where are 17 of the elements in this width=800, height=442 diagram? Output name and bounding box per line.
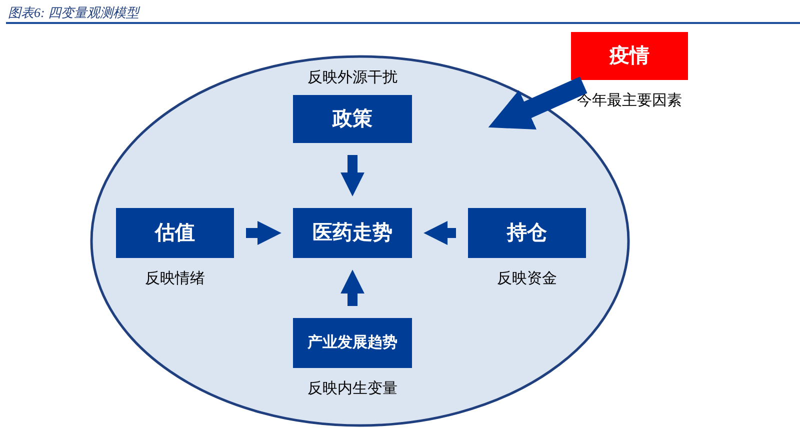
label-box: 估值 [116, 208, 234, 258]
label-box: 持仓 [468, 208, 586, 258]
node-label: 今年最主要因素 [576, 91, 683, 111]
block-arrow [488, 76, 588, 130]
block-arrow [340, 155, 364, 196]
figure-title: 图表6: 四变量观测模型 [8, 4, 140, 22]
block-arrow [246, 221, 282, 245]
node-label: 反映情绪 [144, 270, 206, 289]
label-box: 疫情 [571, 32, 688, 80]
label-box: 医药走势 [293, 208, 412, 258]
label-box: 政策 [293, 95, 412, 143]
block-arrow [424, 221, 456, 245]
node-label: 反映外源干扰 [306, 68, 398, 88]
node-label: 反映资金 [496, 270, 558, 289]
node-label: 反映内生变量 [306, 380, 398, 399]
label-box: 产业发展趋势 [293, 318, 412, 368]
block-arrow [340, 270, 364, 306]
